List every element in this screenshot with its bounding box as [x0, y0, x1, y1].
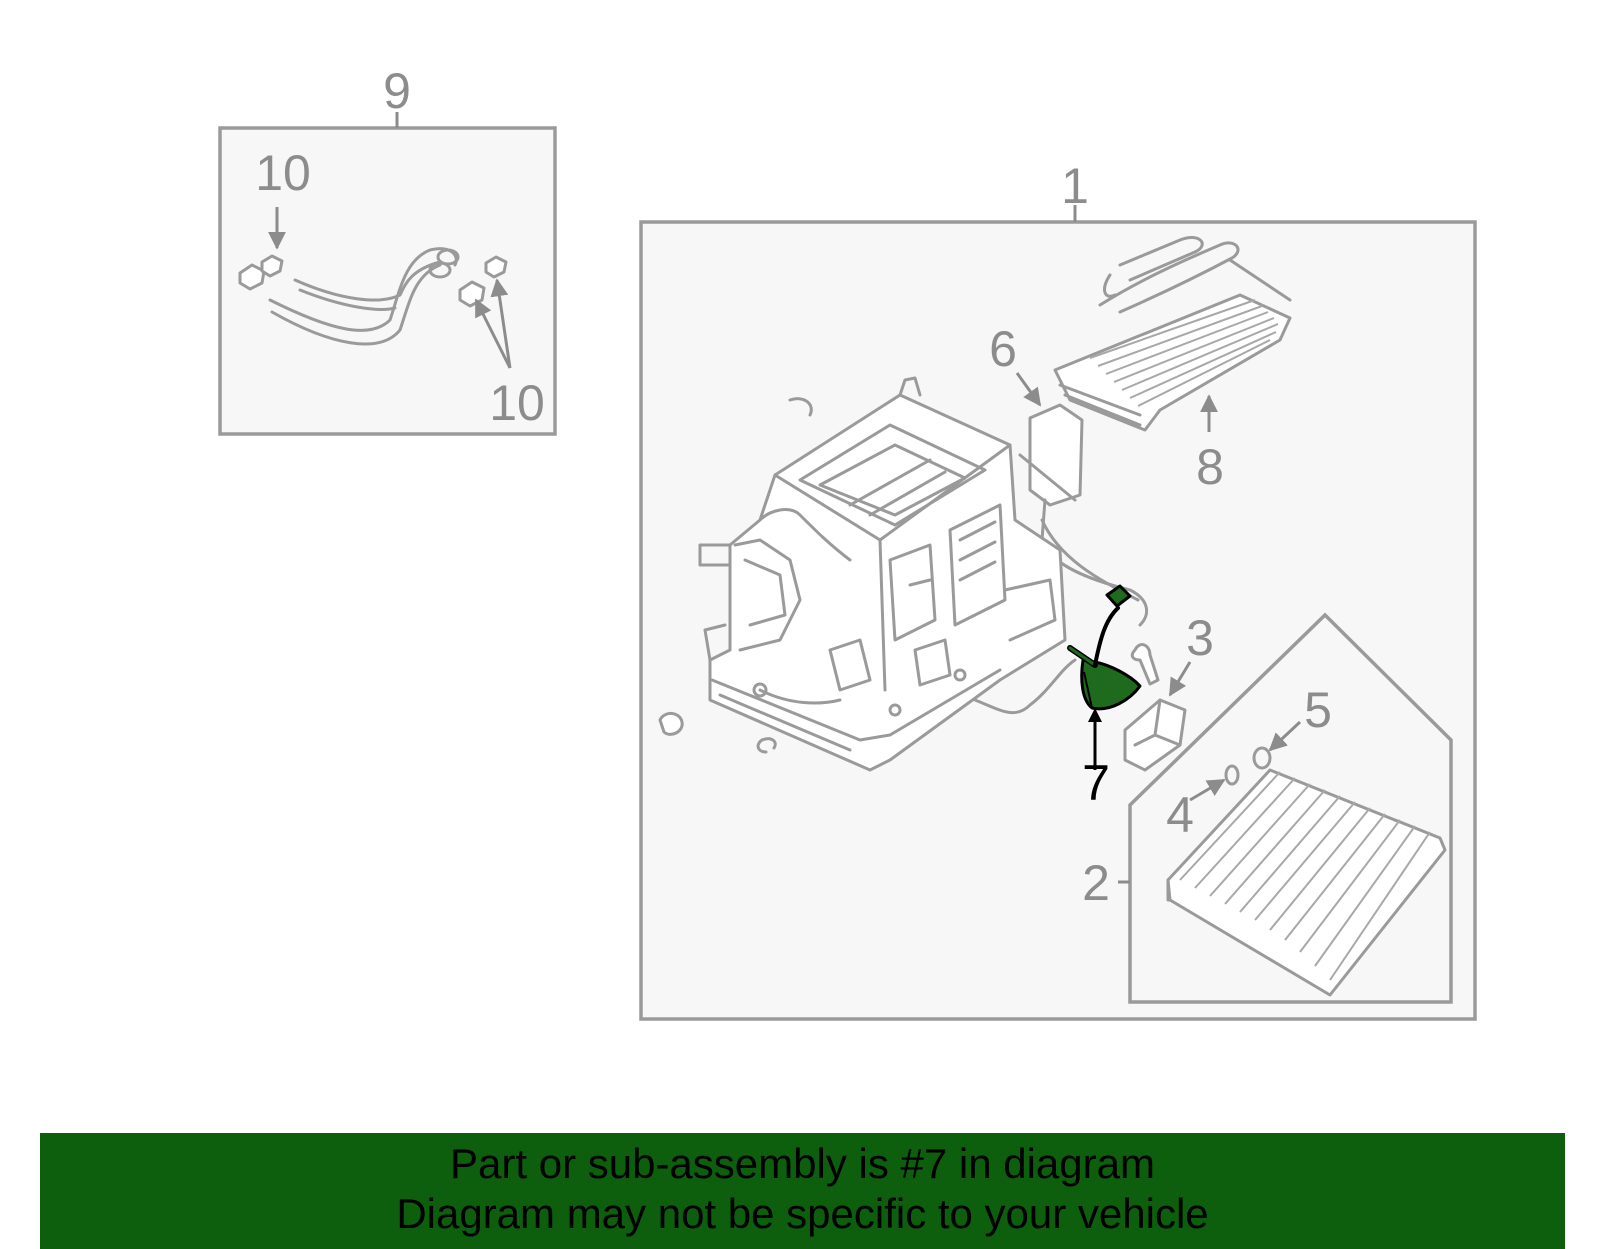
cabin-air-filter: [1166, 768, 1447, 997]
heater-hose-pipes: [268, 247, 460, 346]
hvac-unit-box: 1 2 4: [639, 158, 1477, 1021]
callout-10-bottom[interactable]: 10: [489, 375, 545, 431]
small-clip-parts: [658, 712, 777, 754]
highlighted-part-7-sensor[interactable]: [1067, 584, 1142, 711]
callout-5[interactable]: 5: [1304, 682, 1332, 738]
blower-resistor: [1123, 643, 1187, 772]
callout-10-top[interactable]: 10: [255, 145, 311, 201]
hose-assembly-box: 9 10 10: [218, 63, 557, 436]
info-banner: Part or sub-assembly is #7 in diagram Di…: [40, 1133, 1565, 1249]
hose-clamp-left: [238, 254, 284, 291]
hvac-housing: [698, 376, 1067, 772]
callout-6[interactable]: 6: [989, 321, 1017, 377]
callout-4[interactable]: 4: [1166, 787, 1194, 843]
callout-2[interactable]: 2: [1082, 855, 1110, 911]
callout-8[interactable]: 8: [1196, 439, 1224, 495]
seal-5: [1252, 746, 1272, 770]
banner-line-disclaimer: Diagram may not be specific to your vehi…: [396, 1190, 1209, 1237]
heater-core: [1053, 236, 1292, 432]
callout-9[interactable]: 9: [383, 63, 411, 119]
callout-7[interactable]: 7: [1082, 755, 1110, 811]
callout-1[interactable]: 1: [1061, 158, 1089, 214]
banner-line-part-number: Part or sub-assembly is #7 in diagram: [450, 1140, 1155, 1187]
wire-harness: [973, 658, 1077, 715]
parts-diagram: 9 10 10 1 2: [218, 63, 1477, 1021]
callout-3[interactable]: 3: [1186, 610, 1214, 666]
seal-4: [1224, 764, 1240, 786]
